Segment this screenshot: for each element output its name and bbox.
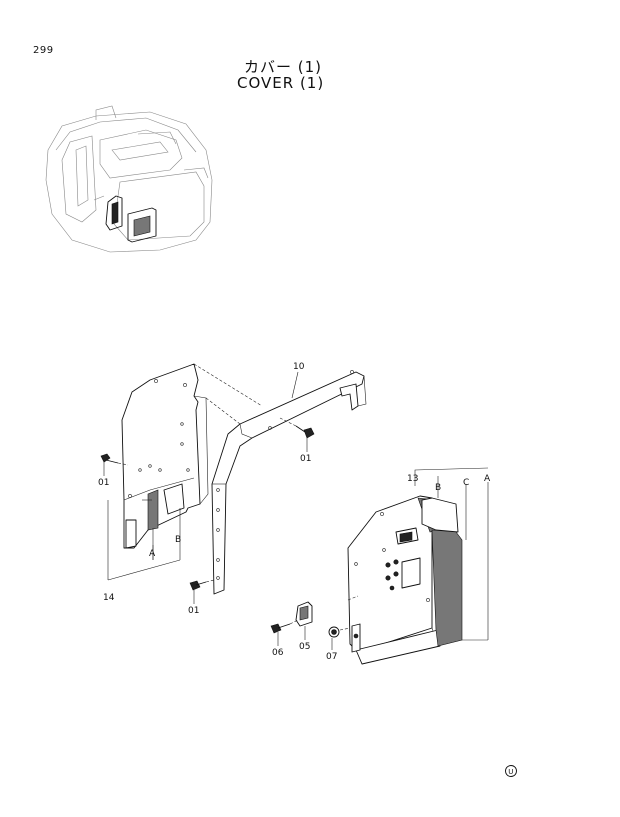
bolt-01-bottom (189, 579, 215, 591)
label-part-13: 13 (407, 474, 418, 484)
bracket-frame (211, 370, 367, 595)
page-title-japanese: カバー (1) (244, 58, 323, 76)
leader-lines (103, 371, 489, 650)
bolt-01-left (100, 453, 129, 466)
part-labels: 10 01 01 01 14 A B 13 B C A 06 05 07 (98, 362, 491, 662)
latch-05 (295, 601, 313, 627)
right-cover-panel (347, 495, 463, 665)
label-b-left: B (175, 535, 181, 545)
page-title-english: COVER (1) (237, 74, 325, 92)
label-part-06: 06 (272, 648, 284, 658)
left-cover-panel (121, 363, 209, 549)
label-part-07: 07 (326, 652, 337, 662)
label-a-right: A (484, 474, 491, 484)
label-part-10: 10 (293, 362, 305, 372)
label-part-01-bottom: 01 (188, 606, 199, 616)
label-b-right: B (435, 483, 441, 493)
label-a-left: A (149, 549, 156, 559)
bolt-06 (270, 619, 299, 634)
footer-u-mark: U (505, 765, 517, 777)
assembly-dash-lines (193, 363, 359, 601)
label-part-01-top: 01 (300, 454, 311, 464)
label-c-right: C (463, 478, 469, 488)
bolt-01-top (279, 417, 315, 439)
svg-text:U: U (508, 768, 513, 776)
label-part-01-left: 01 (98, 478, 109, 488)
machine-overview-sketch (45, 105, 213, 253)
label-part-05: 05 (299, 642, 310, 652)
page-number: 299 (33, 45, 54, 56)
lock-07 (328, 626, 351, 638)
label-part-14: 14 (103, 593, 115, 603)
